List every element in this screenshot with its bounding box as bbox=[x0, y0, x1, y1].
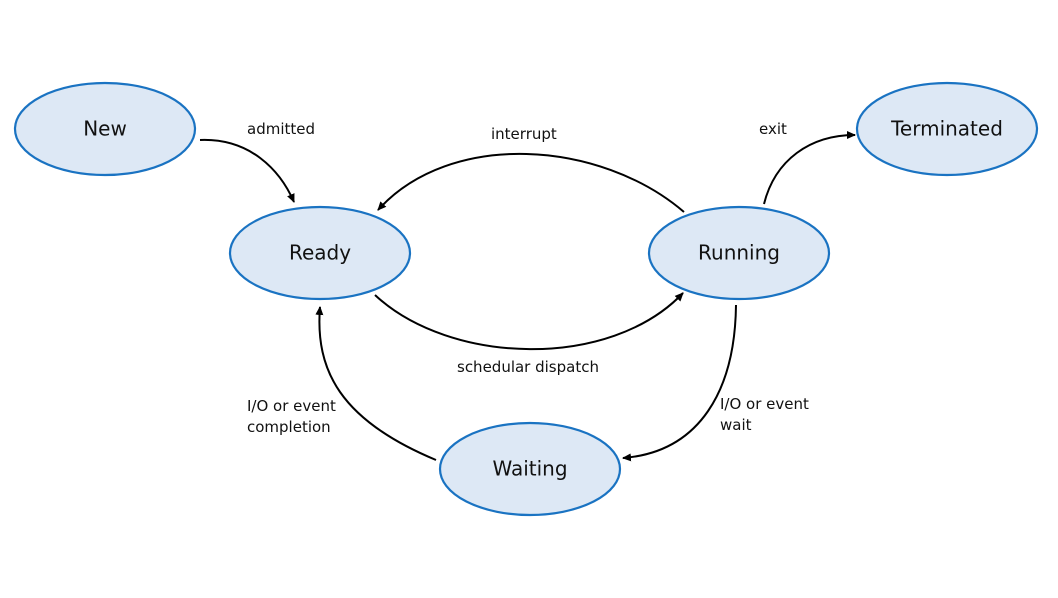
label-exit: exit bbox=[759, 120, 787, 138]
label-interrupt: interrupt bbox=[491, 125, 557, 143]
edge-io-completion bbox=[315, 306, 437, 461]
node-terminated-label: Terminated bbox=[890, 117, 1003, 141]
edge-schedular-dispatch bbox=[374, 292, 684, 351]
node-running: Running bbox=[647, 205, 831, 301]
label-admitted: admitted bbox=[247, 120, 315, 138]
edge-io-wait bbox=[622, 304, 737, 462]
edge-admitted bbox=[199, 138, 295, 203]
label-io-wait-line2: wait bbox=[720, 416, 752, 434]
node-waiting-label: Waiting bbox=[492, 457, 567, 481]
node-new-label: New bbox=[83, 117, 127, 141]
label-io-completion-line1: I/O or event bbox=[247, 397, 336, 415]
edge-exit bbox=[763, 131, 856, 205]
label-io-wait-line1: I/O or event bbox=[720, 395, 809, 413]
label-io-completion-line2: completion bbox=[247, 418, 331, 436]
node-terminated: Terminated bbox=[855, 81, 1039, 177]
edge-interrupt bbox=[377, 153, 685, 213]
node-new: New bbox=[13, 81, 197, 177]
node-waiting: Waiting bbox=[438, 421, 622, 517]
node-ready-label: Ready bbox=[289, 241, 351, 265]
node-running-label: Running bbox=[698, 241, 780, 265]
label-schedular-dispatch: schedular dispatch bbox=[457, 358, 599, 376]
node-ready: Ready bbox=[228, 205, 412, 301]
